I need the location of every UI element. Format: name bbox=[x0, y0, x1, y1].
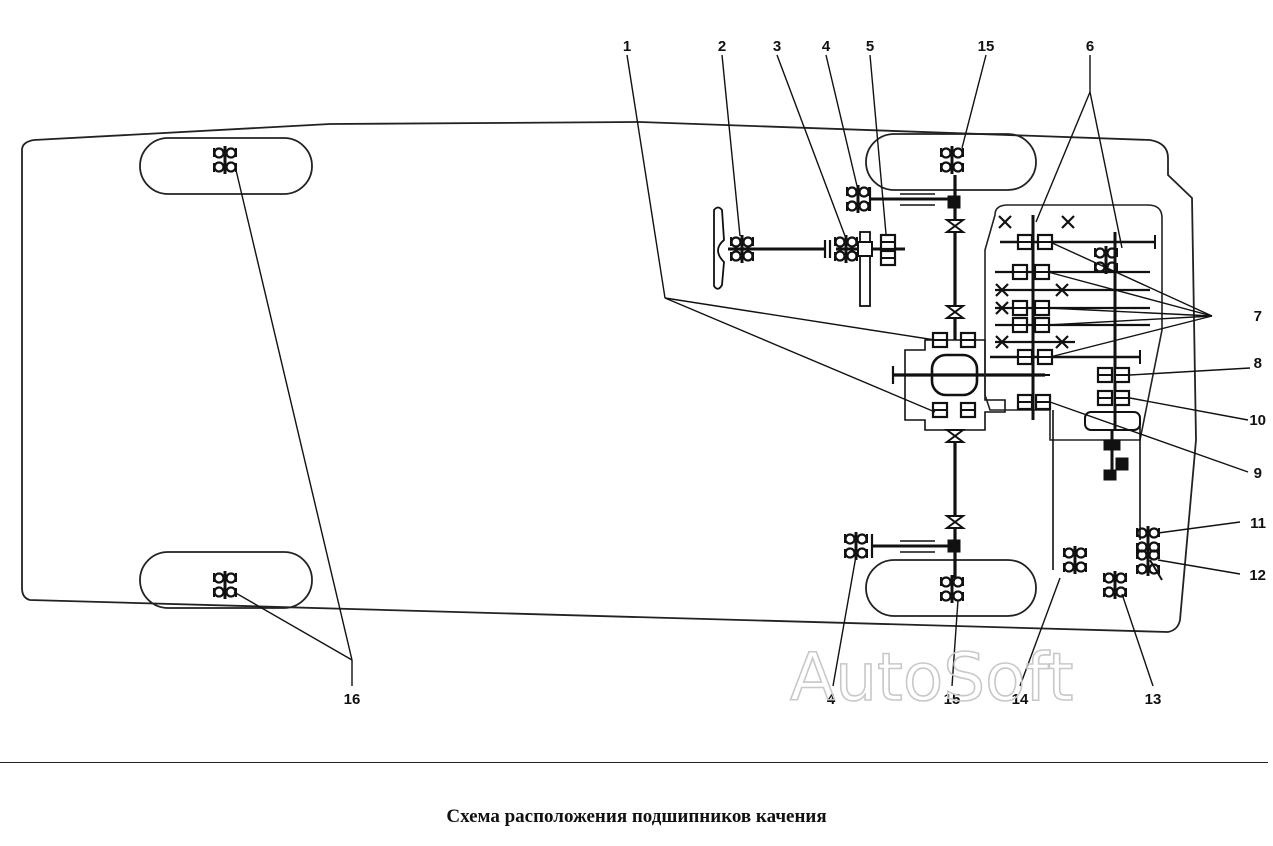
callout-4-top: 4 bbox=[822, 38, 831, 55]
shift-mechanism bbox=[1084, 411, 1141, 481]
bearing-5a bbox=[879, 233, 897, 251]
differential bbox=[891, 339, 1045, 431]
bearing-14 bbox=[1062, 544, 1088, 576]
bearing-rear-hub-left bbox=[212, 144, 238, 176]
figure-caption: Схема расположения подшипников качения bbox=[446, 806, 827, 827]
callout-15-top: 15 bbox=[978, 38, 995, 55]
wheel-rear-left bbox=[139, 137, 313, 195]
bearing-4-bottom bbox=[843, 530, 869, 562]
bearing-8a bbox=[1096, 366, 1114, 384]
callout-11: 11 bbox=[1250, 515, 1266, 532]
bearing-5b bbox=[879, 249, 897, 267]
rear-right-assemblies bbox=[1052, 410, 1163, 581]
leader-lines bbox=[233, 54, 1251, 687]
callout-14: 14 bbox=[1012, 691, 1029, 708]
callout-2: 2 bbox=[718, 38, 726, 55]
bearing-1b bbox=[959, 331, 977, 349]
bearing-8b bbox=[1113, 366, 1131, 384]
callout-12: 12 bbox=[1249, 567, 1266, 584]
bearing-10b bbox=[1113, 389, 1131, 407]
bearing-9b bbox=[1034, 393, 1052, 411]
wheel-front-left bbox=[865, 133, 1037, 191]
callout-6: 6 bbox=[1086, 38, 1094, 55]
bearing-front-hub-right bbox=[939, 573, 965, 605]
callout-8: 8 bbox=[1254, 355, 1262, 372]
wheel-front-right bbox=[865, 559, 1037, 617]
bearing-rear-hub-right bbox=[212, 569, 238, 601]
callout-4-bottom: 4 bbox=[827, 691, 836, 708]
callout-9: 9 bbox=[1254, 465, 1262, 482]
callout-16: 16 bbox=[344, 691, 361, 708]
separator-rule bbox=[0, 762, 1268, 763]
wheel-rear-right bbox=[139, 551, 313, 609]
callout-1: 1 bbox=[623, 38, 631, 55]
callout-3: 3 bbox=[773, 38, 781, 55]
callout-13: 13 bbox=[1145, 691, 1162, 708]
callout-10: 10 bbox=[1249, 412, 1266, 429]
bearing-front-hub-left bbox=[939, 144, 965, 176]
front-driveshafts bbox=[946, 175, 964, 578]
callout-5: 5 bbox=[866, 38, 874, 55]
bearing-1c bbox=[931, 401, 949, 419]
bearing-1d bbox=[959, 401, 977, 419]
bearing-1a bbox=[931, 331, 949, 349]
bearing-4-top bbox=[845, 183, 871, 215]
callout-15-bottom: 15 bbox=[944, 691, 961, 708]
vehicle-body-outline bbox=[21, 121, 1197, 633]
bearing-10a bbox=[1096, 389, 1114, 407]
callout-7: 7 bbox=[1254, 308, 1262, 325]
gearbox-housing bbox=[984, 204, 1163, 441]
watermark: AutoSoft bbox=[790, 639, 1073, 716]
bearing-9a bbox=[1016, 393, 1034, 411]
